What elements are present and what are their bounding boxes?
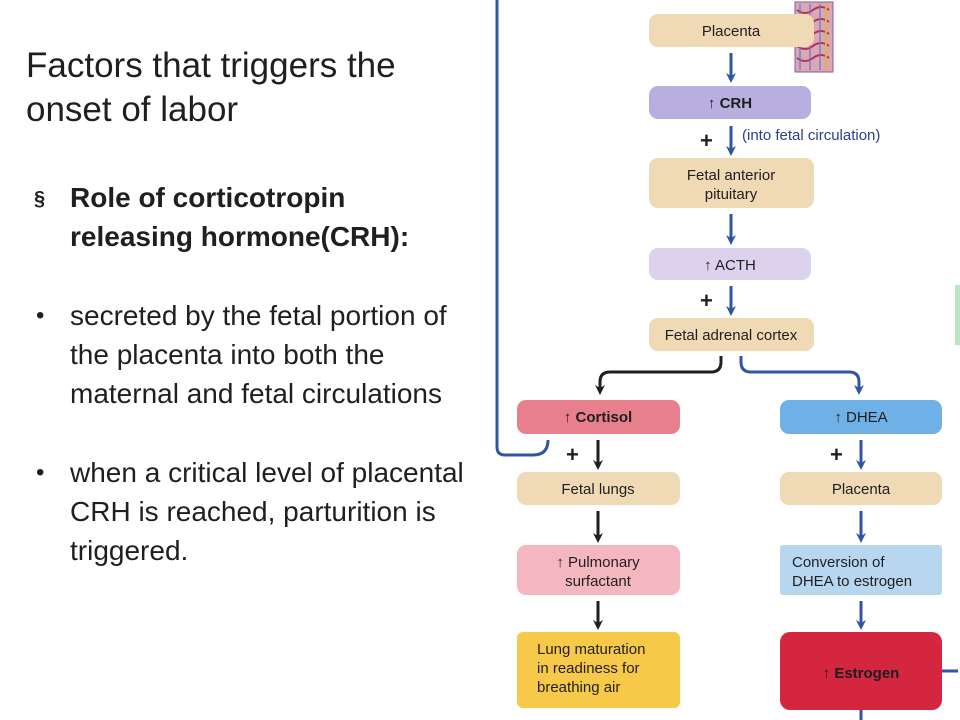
bullet-list: § Role of corticotropin releasing hormon… <box>34 178 464 610</box>
round-bullet-icon: • <box>36 302 45 329</box>
fetal-lungs-box <box>517 472 680 505</box>
lung-maturation-label-3: breathing air <box>537 679 620 696</box>
slide-title: Factors that triggers the onset of labor <box>26 46 396 129</box>
placenta-right-box <box>780 472 942 505</box>
bullet-crh-heading: § Role of corticotropin releasing hormon… <box>34 178 464 256</box>
placenta-top-label: Placenta <box>702 23 761 40</box>
cortisol-feedback-line <box>495 0 550 457</box>
dhea-label: ↑ DHEA <box>834 409 887 426</box>
lung-maturation-box <box>517 632 680 708</box>
fetal-anterior-pituitary-label-2: pituitary <box>705 186 758 203</box>
fetal-adrenal-cortex-box <box>649 318 814 351</box>
plus-sign: + <box>566 442 579 467</box>
crh-label: ↑ CRH <box>708 95 752 112</box>
fetal-adrenal-cortex-label: Fetal adrenal cortex <box>665 327 798 344</box>
cortisol-label: ↑ Cortisol <box>564 409 632 426</box>
estrogen-label: ↑ Estrogen <box>823 665 900 682</box>
plus-sign: + <box>700 288 713 313</box>
pulmonary-surfactant-box <box>517 545 680 595</box>
arrow-adrenal-to-cortisol <box>595 356 723 395</box>
placenta-right-label: Placenta <box>832 481 891 498</box>
bullet-text: secreted by the fetal portion of the pla… <box>70 300 447 409</box>
arrow-adrenal-to-dhea <box>739 356 864 395</box>
offscreen-box-edge <box>955 285 960 345</box>
into-fetal-circulation-note: (into fetal circulation) <box>742 127 880 144</box>
fetal-anterior-pituitary-box <box>649 158 814 208</box>
bullet-text: when a critical level of placental CRH i… <box>70 457 464 566</box>
pulmonary-surfactant-label: ↑ Pulmonary <box>556 554 640 571</box>
plus-sign: + <box>830 442 843 467</box>
fetal-anterior-pituitary-label: Fetal anterior <box>687 167 775 184</box>
bullet-text: Role of corticotropin releasing hormone(… <box>70 182 410 252</box>
round-bullet-icon: • <box>36 459 45 486</box>
plus-sign: + <box>700 128 713 153</box>
dhea-box <box>780 400 942 434</box>
lung-maturation-label: Lung maturation <box>537 641 645 658</box>
cortisol-box <box>517 400 680 434</box>
crh-box <box>649 86 811 119</box>
bullet-secretion: • secreted by the fetal portion of the p… <box>34 296 464 413</box>
conversion-label: Conversion of <box>792 554 885 571</box>
estrogen-box <box>780 632 942 710</box>
conversion-label-2: DHEA to estrogen <box>792 573 912 590</box>
bullet-critical-level: • when a critical level of placental CRH… <box>34 453 464 570</box>
acth-label: ↑ ACTH <box>704 257 756 274</box>
fetal-lungs-label: Fetal lungs <box>561 481 634 498</box>
pulmonary-surfactant-label-2: surfactant <box>565 573 632 590</box>
placenta-top-box <box>649 14 814 47</box>
lung-maturation-label-2: in readiness for <box>537 660 640 677</box>
square-bullet-icon: § <box>34 188 46 210</box>
conversion-box <box>780 545 942 595</box>
acth-box <box>649 248 811 280</box>
